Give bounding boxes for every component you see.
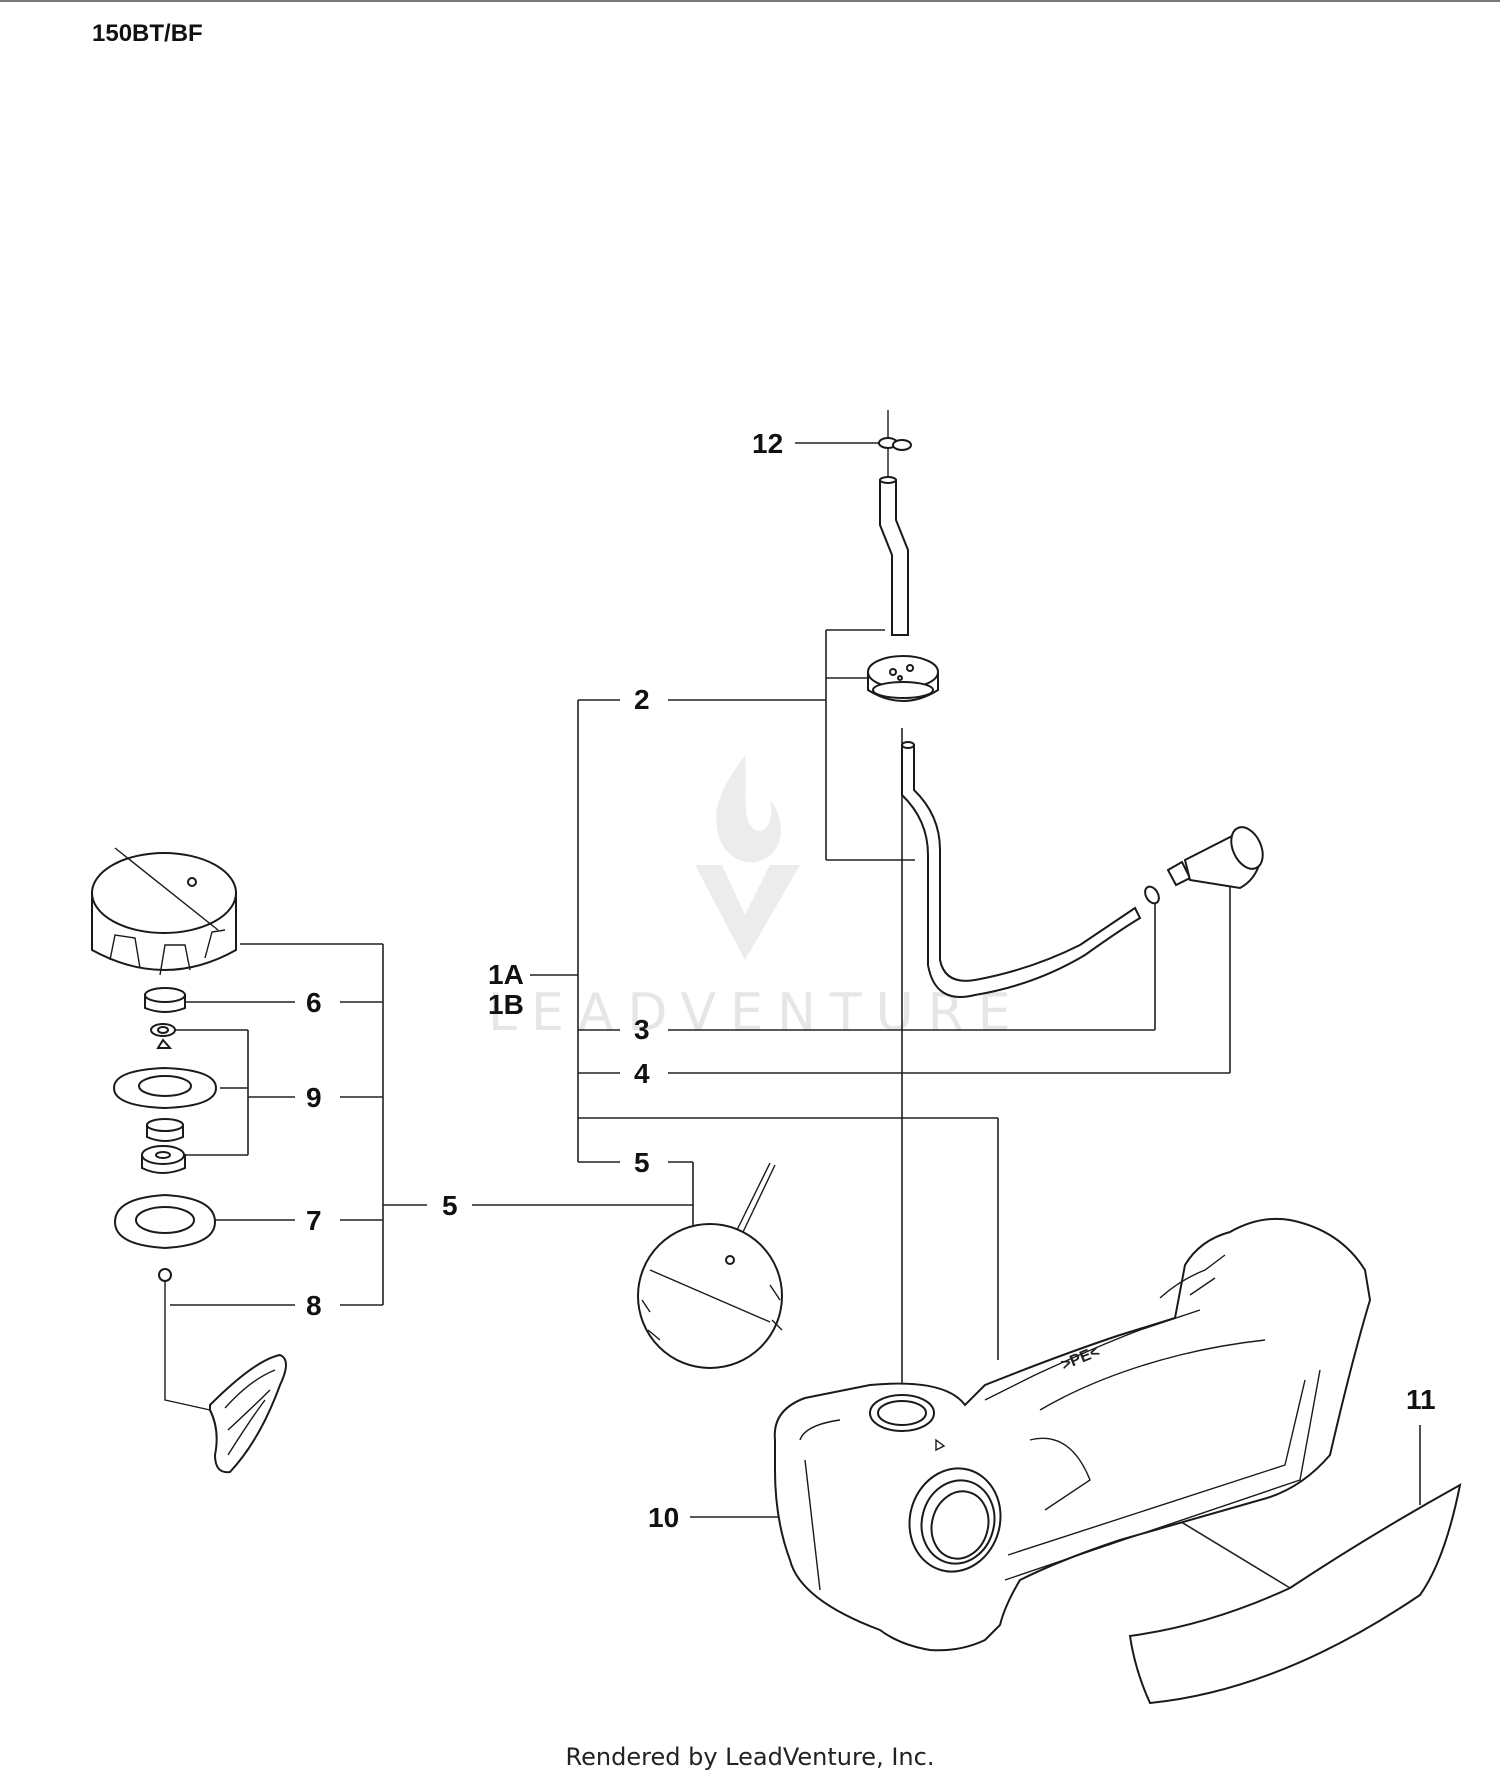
- callout-1a[interactable]: 1A: [488, 959, 524, 990]
- footer-credit: Rendered by LeadVenture, Inc.: [565, 1743, 935, 1771]
- callout-12[interactable]: 12: [752, 428, 783, 459]
- part-8-retainer-strap[interactable]: [158, 1268, 287, 1474]
- part-5-fuel-cap[interactable]: [637, 1162, 783, 1369]
- part-6-seal[interactable]: [144, 987, 186, 1013]
- part-4-fuel-filter[interactable]: [1166, 822, 1269, 890]
- callout-10[interactable]: 10: [648, 1502, 679, 1533]
- callout-5-top[interactable]: 5: [634, 1147, 650, 1178]
- callout-6[interactable]: 6: [306, 987, 322, 1018]
- watermark: LEADVENTURE: [488, 755, 1025, 1043]
- part-12-clip[interactable]: [878, 410, 912, 480]
- top-rule: [0, 0, 1500, 2]
- part-9-valve-assembly[interactable]: [112, 1023, 218, 1174]
- watermark-v-icon: [695, 865, 800, 960]
- callout-5-left[interactable]: 5: [442, 1190, 458, 1221]
- watermark-flame-icon: [716, 755, 782, 863]
- part-2-fuel-hose[interactable]: [901, 741, 1142, 998]
- callout-4[interactable]: 4: [634, 1058, 650, 1089]
- part-10-fuel-tank[interactable]: >PE<: [773, 1217, 1372, 1652]
- callouts: 12 2 1A 1B 3 4 5 5 6 9 7 8 10 11: [306, 428, 1436, 1533]
- part-11-decal[interactable]: [1128, 1483, 1462, 1705]
- callout-3[interactable]: 3: [634, 1014, 650, 1045]
- part-7-washer[interactable]: [113, 1193, 217, 1250]
- part-5-fuel-cap-assembly[interactable]: [91, 847, 237, 976]
- callout-9[interactable]: 9: [306, 1082, 322, 1113]
- callout-11[interactable]: 11: [1406, 1384, 1436, 1415]
- callout-1b[interactable]: 1B: [488, 989, 524, 1020]
- callout-7[interactable]: 7: [306, 1205, 322, 1236]
- model-title: 150BT/BF: [92, 20, 203, 47]
- callout-8[interactable]: 8: [306, 1290, 322, 1321]
- leader-lines: [170, 442, 1421, 1589]
- part-3-o-ring[interactable]: [1142, 884, 1161, 906]
- watermark-text: LEADVENTURE: [488, 983, 1025, 1043]
- part-2-return-hose[interactable]: [879, 476, 909, 636]
- part-2-grommet[interactable]: [867, 655, 939, 702]
- callout-2[interactable]: 2: [634, 684, 650, 715]
